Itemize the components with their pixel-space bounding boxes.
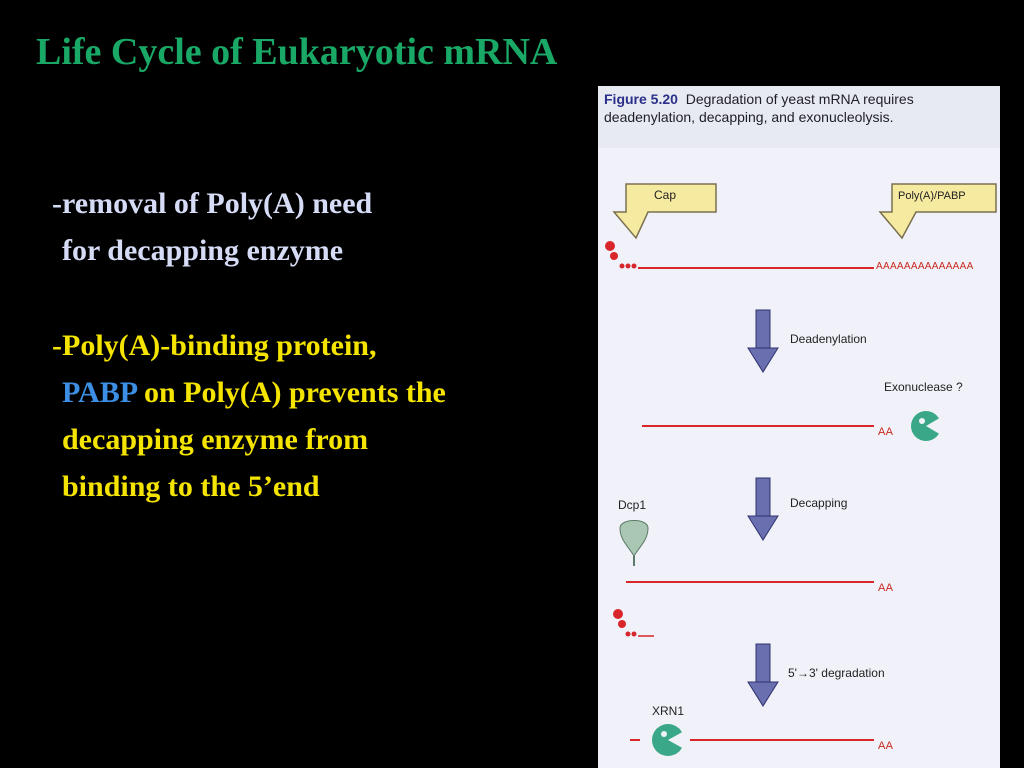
decapping-arrow-icon — [747, 477, 779, 541]
figure-number: Figure 5.20 — [604, 91, 678, 107]
figure-panel — [598, 148, 1000, 768]
polya-pabp-label: Poly(A)/PABP — [898, 190, 966, 202]
cap-structure-icon — [605, 241, 637, 269]
exonuclease-label: Exonuclease ? — [884, 380, 963, 394]
polya-callout-arrow — [878, 183, 997, 240]
dcp1-enzyme-icon — [619, 520, 649, 566]
point2-line4: binding to the 5’end — [62, 470, 320, 503]
figure-artwork — [605, 183, 997, 756]
dcp1-label: Dcp1 — [618, 498, 647, 512]
degradation-label: 5'→3' degradation — [788, 666, 885, 680]
polya-tail: AAAAAAAAAAAAAA — [876, 261, 974, 272]
point-pabp: -Poly(A)-binding protein, PABP on Poly(A… — [52, 322, 446, 510]
xrn1-pacman-icon — [652, 724, 686, 756]
pabp-term: PABP — [62, 376, 137, 409]
figure-caption: Figure 5.20 Degradation of yeast mRNA re… — [604, 90, 996, 126]
point2-line3: decapping enzyme from — [62, 423, 369, 456]
slide-title: Life Cycle of Eukaryotic mRNA — [36, 31, 558, 73]
cap-label: Cap — [654, 188, 677, 202]
point2-line2-rest: on Poly(A) prevents the — [136, 376, 446, 409]
figure-caption-text: Degradation of yeast mRNA requires deade… — [604, 91, 914, 125]
exonuclease-pacman-icon — [911, 411, 943, 441]
point2-line2: PABP on Poly(A) prevents the — [52, 369, 446, 416]
point2-line1: -Poly(A)-binding protein, — [52, 329, 377, 362]
cap-callout-arrow — [612, 183, 717, 240]
point1-line1: -removal of Poly(A) need — [52, 187, 373, 220]
point-removal-polya: -removal of Poly(A) need for decapping e… — [52, 180, 372, 274]
xrn1-label: XRN1 — [652, 704, 685, 718]
aa-label-2: AA — [878, 582, 894, 594]
decapping-label: Decapping — [790, 496, 848, 510]
aa-label-3: AA — [878, 740, 894, 752]
degradation-arrow-icon — [747, 643, 779, 707]
figure-mrna-degradation: Figure 5.20 Degradation of yeast mRNA re… — [598, 86, 1000, 768]
deadenylation-arrow-icon — [747, 309, 779, 373]
deadenylation-label: Deadenylation — [790, 332, 867, 346]
released-cap-icon — [613, 609, 654, 637]
aa-label-1: AA — [878, 426, 894, 438]
point1-line2: for decapping enzyme — [62, 234, 344, 267]
